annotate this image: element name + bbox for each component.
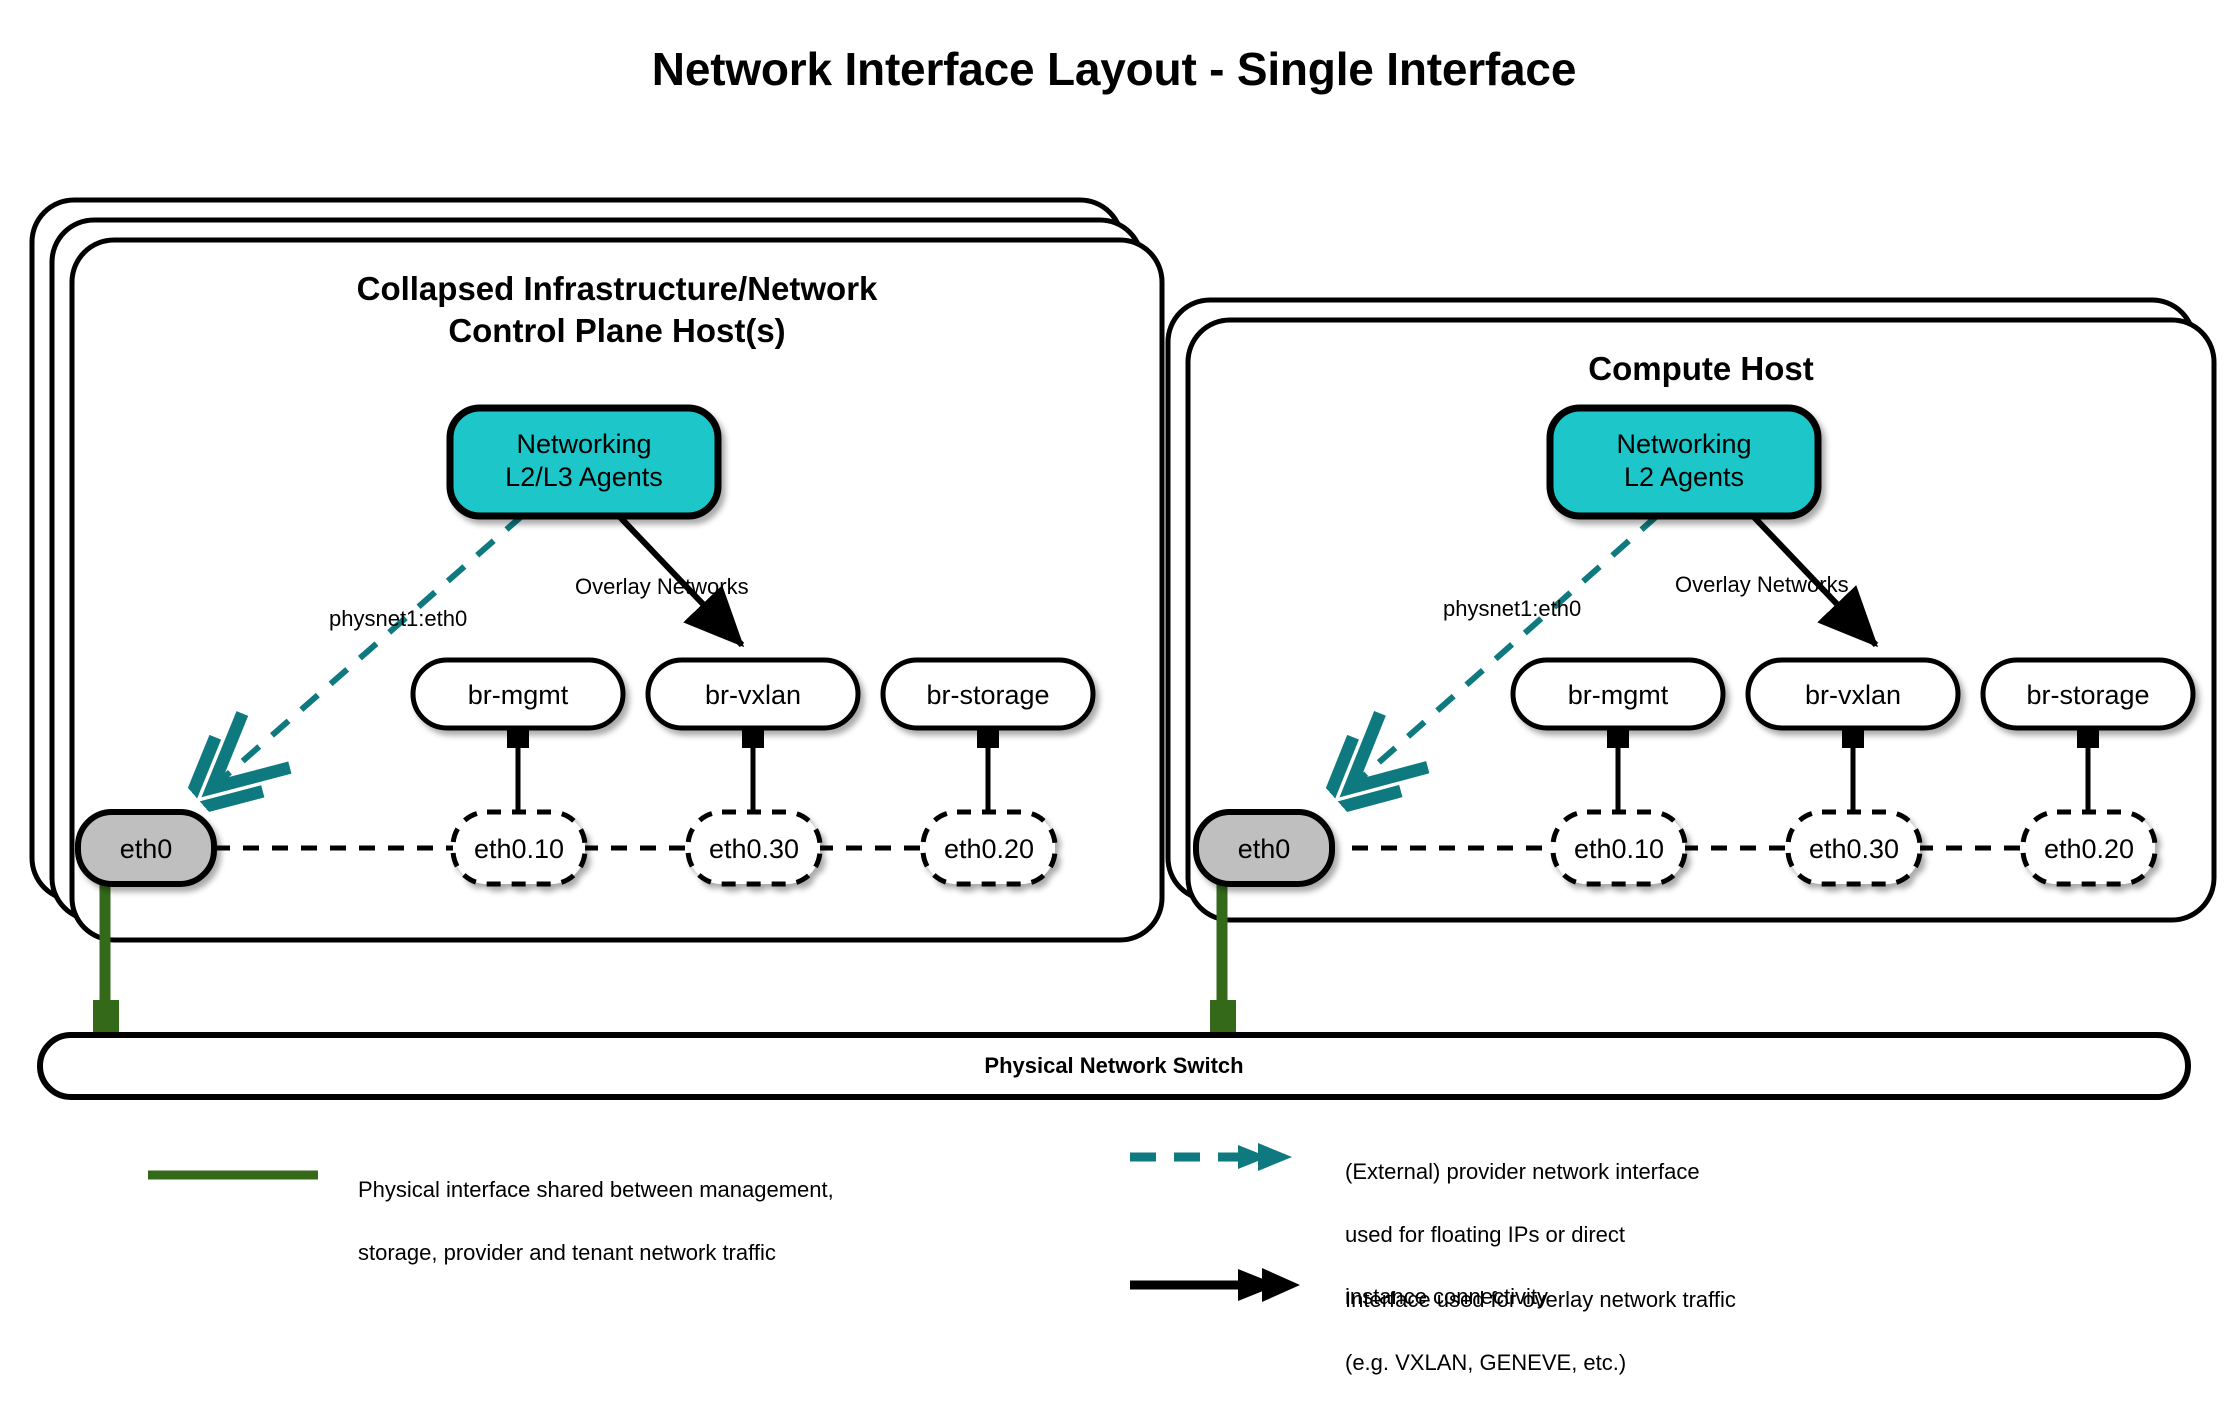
legend-overlay-line-2: (e.g. VXLAN, GENEVE, etc.) (1345, 1349, 1627, 1375)
host-card-front[interactable] (1185, 317, 2217, 923)
diagram-canvas: Network Interface Layout - Single Interf… (29, 43, 2217, 1375)
agent-node-networking-l2[interactable] (1546, 404, 1822, 520)
bridge-nodes-control-plane (410, 657, 1096, 731)
legend-text-physical: Physical interface shared between manage… (358, 1143, 978, 1299)
agent-node-compute-group (1546, 404, 1822, 520)
vlan-node-eth0-20[interactable] (920, 809, 1058, 887)
agent-node-control-plane-group (446, 404, 722, 520)
bridge-node-br-mgmt[interactable] (1510, 657, 1726, 731)
vlan-node-eth0-10[interactable] (1550, 809, 1688, 887)
overlay-edge-label-compute: Overlay Networks (1675, 572, 1849, 597)
bridge-node-br-storage[interactable] (880, 657, 1096, 731)
overlay-edge-control-plane (615, 512, 745, 648)
vlan-node-eth0-20[interactable] (2020, 809, 2158, 887)
physical-network-switch-label: Physical Network Switch (984, 1053, 1244, 1078)
agent-node-networking-l2l3[interactable] (446, 404, 722, 520)
host-title-line-1: Compute Host (1588, 350, 1814, 387)
provider-edge-control-plane (212, 512, 525, 788)
bridge-node-br-mgmt[interactable] (410, 657, 626, 731)
nic-node-eth0[interactable] (1193, 809, 1335, 887)
legend-provider-line-2: used for floating IPs or direct (1345, 1221, 1626, 1247)
host-card-front[interactable] (69, 237, 1165, 943)
overlay-edge-label-control-plane: Overlay Networks (575, 574, 749, 599)
host-title-control-plane: Collapsed Infrastructure/Network Control… (72, 268, 1162, 352)
bridge-node-br-vxlan[interactable] (1745, 657, 1961, 731)
diagram-vector-layer (29, 197, 2217, 1302)
legend-marker-overlay-arrow (1130, 1268, 1300, 1302)
vlan-node-eth0-10[interactable] (450, 809, 588, 887)
host-card-stack-control-plane (29, 197, 1165, 943)
host-title-line-2: Control Plane Host(s) (448, 312, 786, 350)
vlan-nodes-compute (1550, 809, 2158, 887)
legend-provider-line-3: instance connectivity (1345, 1284, 1548, 1310)
page-title: Network Interface Layout - Single Interf… (651, 43, 1577, 95)
legend-physical-line-1: Physical interface shared between manage… (358, 1177, 834, 1203)
vlan-nodes-control-plane (450, 809, 1058, 887)
host-title-line-1: Collapsed Infrastructure/Network (356, 270, 878, 307)
provider-edge-compute (1350, 512, 1660, 788)
legend-text-provider: (External) provider network interface us… (1345, 1125, 1905, 1344)
legend-provider-line-1: (External) provider network interface (1345, 1159, 1700, 1185)
bridge-nodes-compute (1510, 657, 2196, 731)
nic-node-compute-group (1193, 809, 1335, 887)
provider-edge-label-control-plane: physnet1:eth0 (329, 606, 468, 631)
bridge-node-br-storage[interactable] (1980, 657, 2196, 731)
legend-overlay-line-1: Interface used for overlay network traff… (1345, 1287, 1736, 1313)
legend-physical-line-2: storage, provider and tenant network tra… (358, 1239, 776, 1265)
provider-edge-label-compute: physnet1:eth0 (1443, 596, 1582, 621)
nic-node-eth0[interactable] (75, 809, 217, 887)
legend-marker-provider-arrow (1130, 1143, 1292, 1171)
vlan-node-eth0-30[interactable] (685, 809, 823, 887)
legend-text-overlay: Interface used for overlay network traff… (1345, 1253, 1905, 1409)
host-title-compute: Compute Host (1188, 348, 2214, 390)
nic-node-control-plane-group (75, 809, 217, 887)
physical-network-switch[interactable] (37, 1032, 2191, 1100)
overlay-edge-compute (1749, 512, 1879, 648)
bridge-node-br-vxlan[interactable] (645, 657, 861, 731)
vlan-node-eth0-30[interactable] (1785, 809, 1923, 887)
